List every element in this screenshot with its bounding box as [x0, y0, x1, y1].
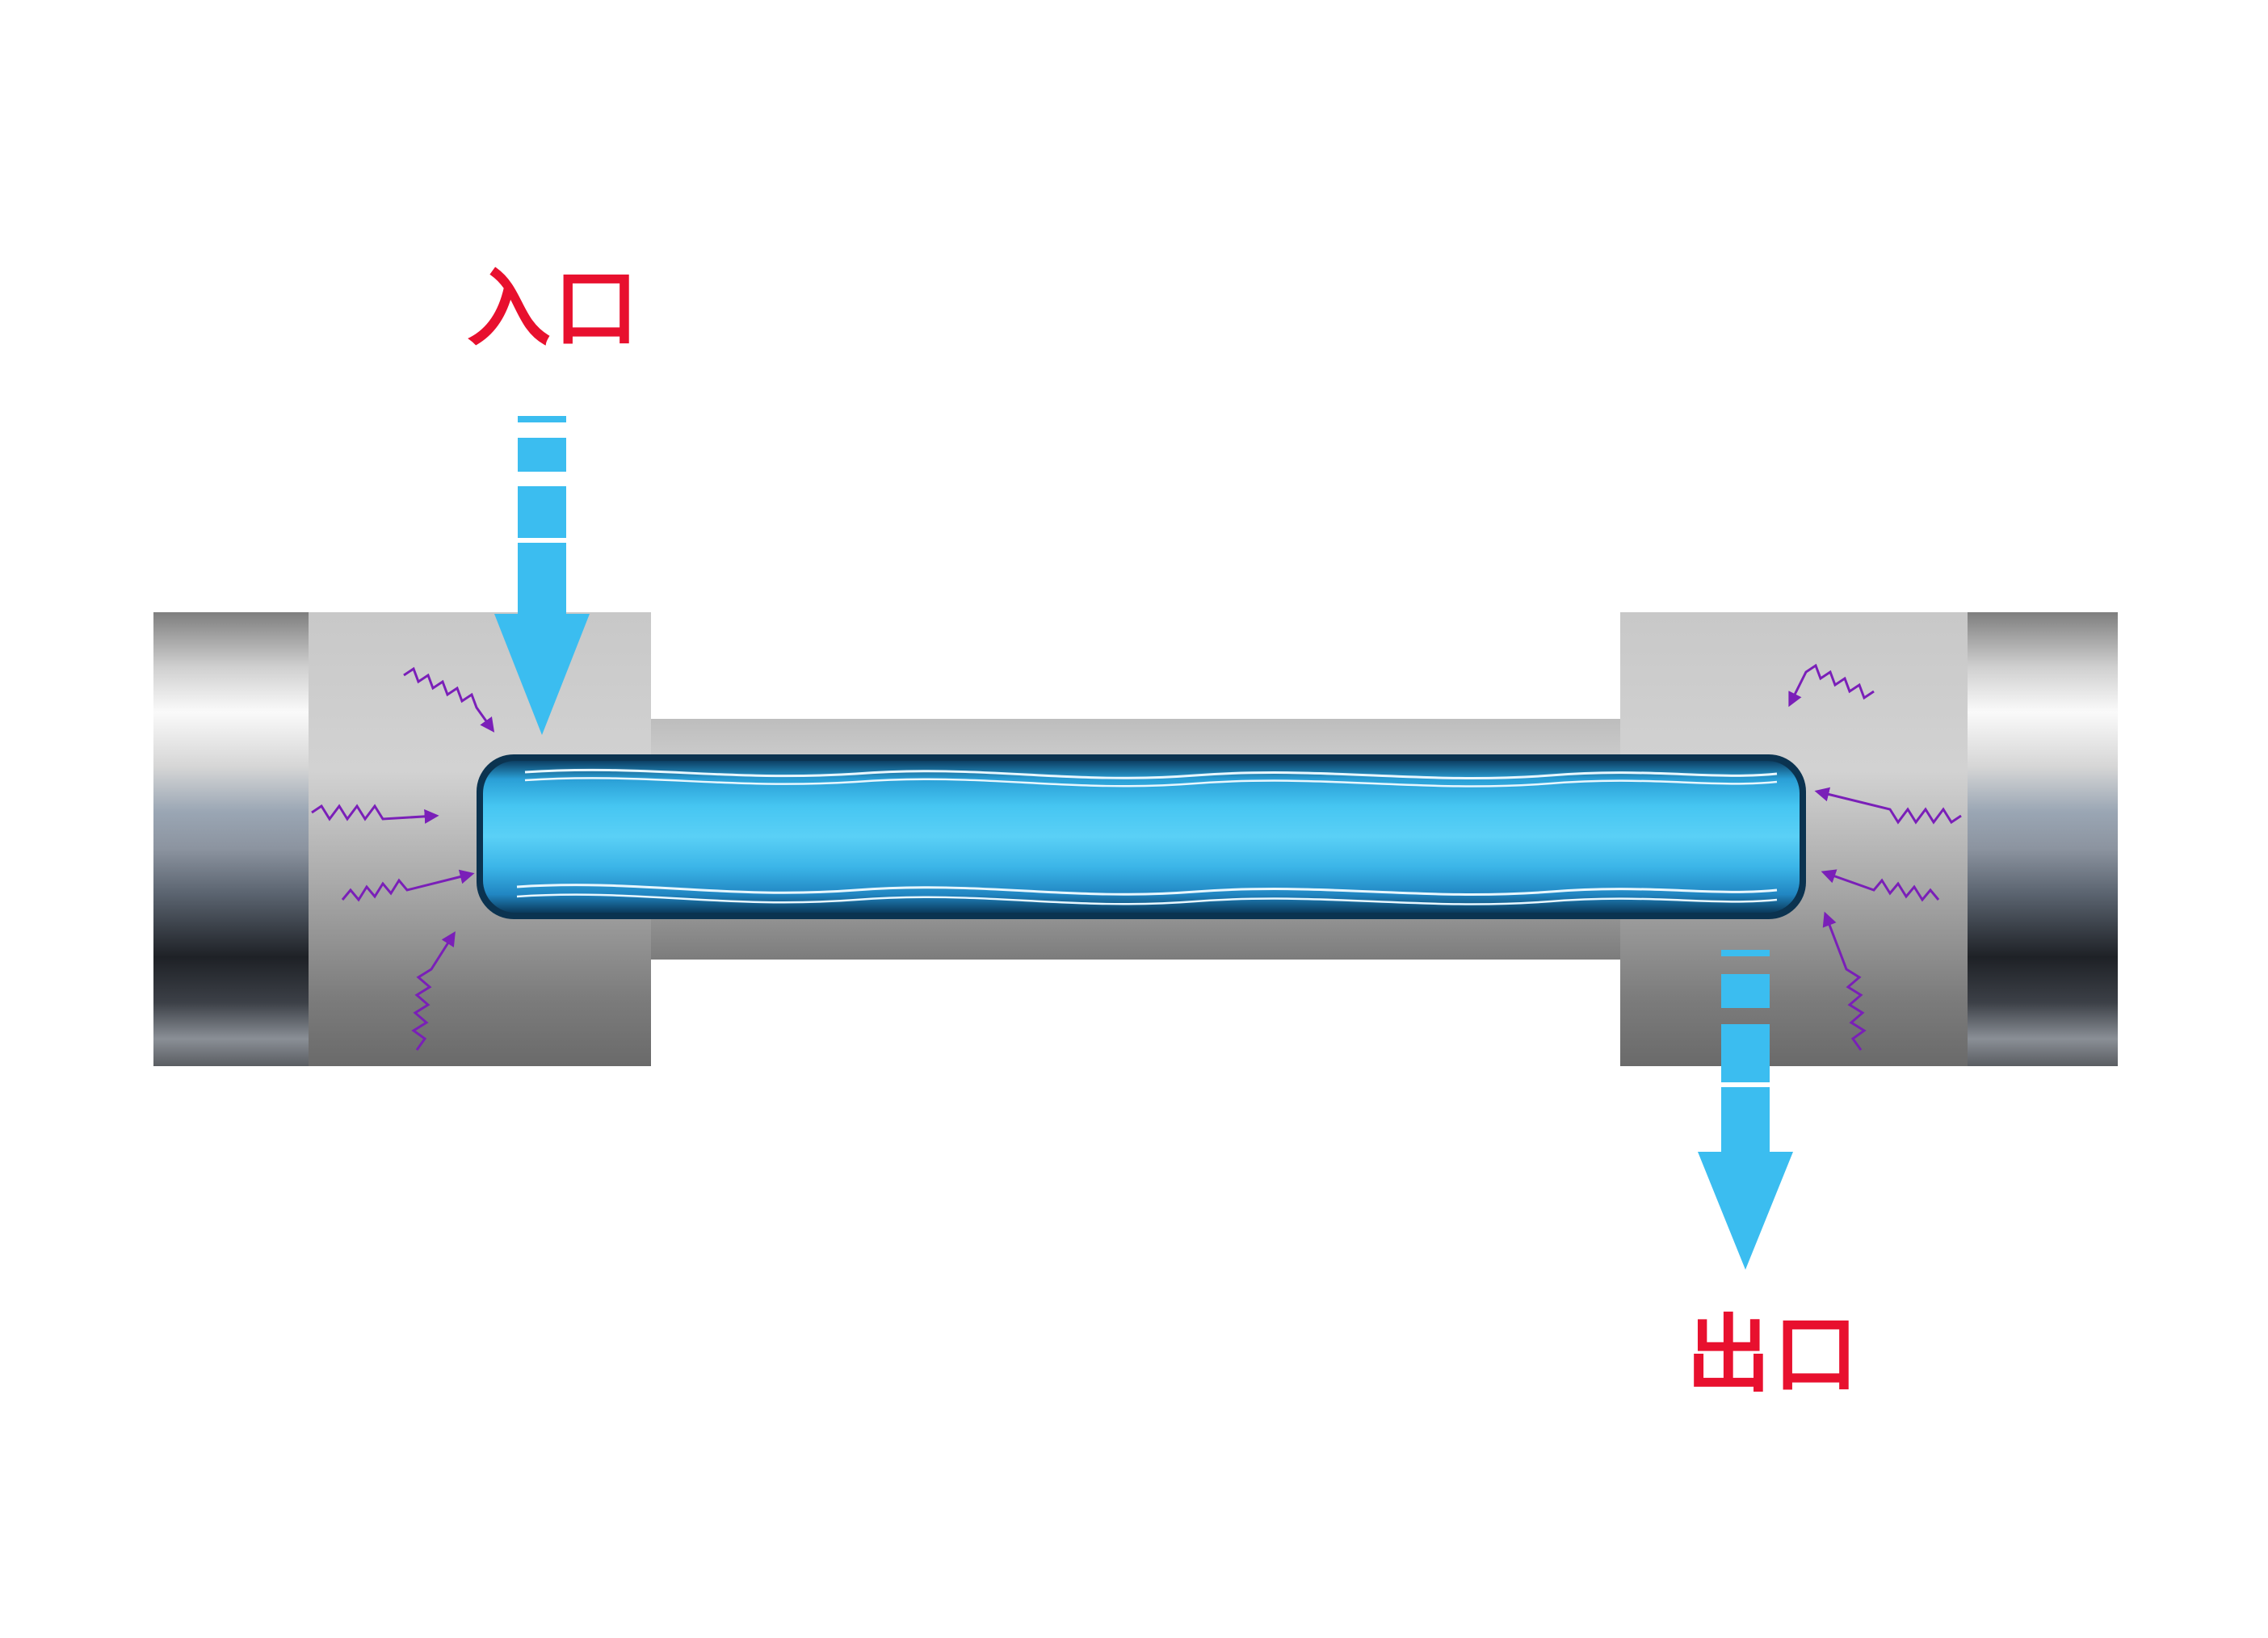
wavy-arrow-icon: [341, 869, 475, 902]
outlet-label: 出口: [1686, 1305, 1862, 1404]
wavy-arrow-icon: [1822, 911, 1867, 1051]
arrow-down-icon: [494, 416, 590, 735]
uv-rays-right: [1788, 663, 1962, 1051]
flow-line-bottom-1: [516, 884, 1778, 896]
wavy-arrow-icon: [1814, 787, 1962, 825]
wavy-arrow-icon: [411, 930, 456, 1051]
uv-tube: [477, 754, 1806, 919]
uv-rays-left: [311, 666, 495, 1051]
wavy-arrow-icon: [1821, 869, 1940, 902]
flow-line-top-2: [524, 777, 1778, 788]
arrow-down-icon: [1698, 950, 1793, 1270]
wavy-arrow-icon: [1788, 663, 1875, 708]
inlet-label: 入口: [467, 259, 642, 358]
left-end-cap: [153, 612, 312, 1066]
flow-line-bottom-2: [516, 893, 1778, 905]
right-end-cap: [1963, 612, 2118, 1066]
flow-line-top-1: [524, 768, 1778, 779]
wavy-arrow-icon: [311, 804, 439, 824]
wavy-arrow-icon: [403, 666, 495, 733]
